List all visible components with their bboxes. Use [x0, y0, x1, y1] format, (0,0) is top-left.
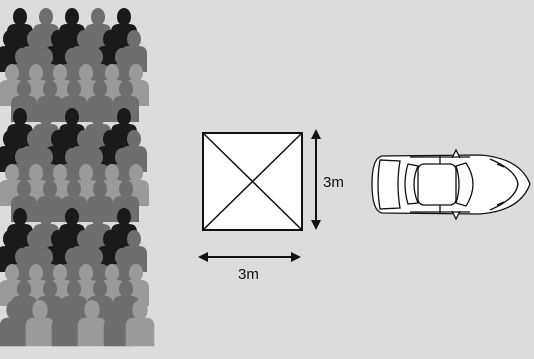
person-silhouette: [125, 300, 155, 347]
car-top-view-icon: [371, 148, 531, 221]
person-silhouette: [51, 300, 81, 347]
person-silhouette: [77, 300, 107, 347]
crowd-of-people-icon: [0, 8, 155, 347]
person-silhouette: [103, 300, 133, 347]
person-silhouette: [0, 300, 29, 347]
person-silhouette: [25, 300, 55, 347]
height-dimension-label: 3m: [323, 174, 344, 191]
width-dimension-label: 3m: [238, 266, 259, 283]
width-dimension: 3m: [198, 252, 301, 283]
crossed-square-icon: [202, 132, 303, 231]
height-dimension: 3m: [311, 129, 344, 230]
